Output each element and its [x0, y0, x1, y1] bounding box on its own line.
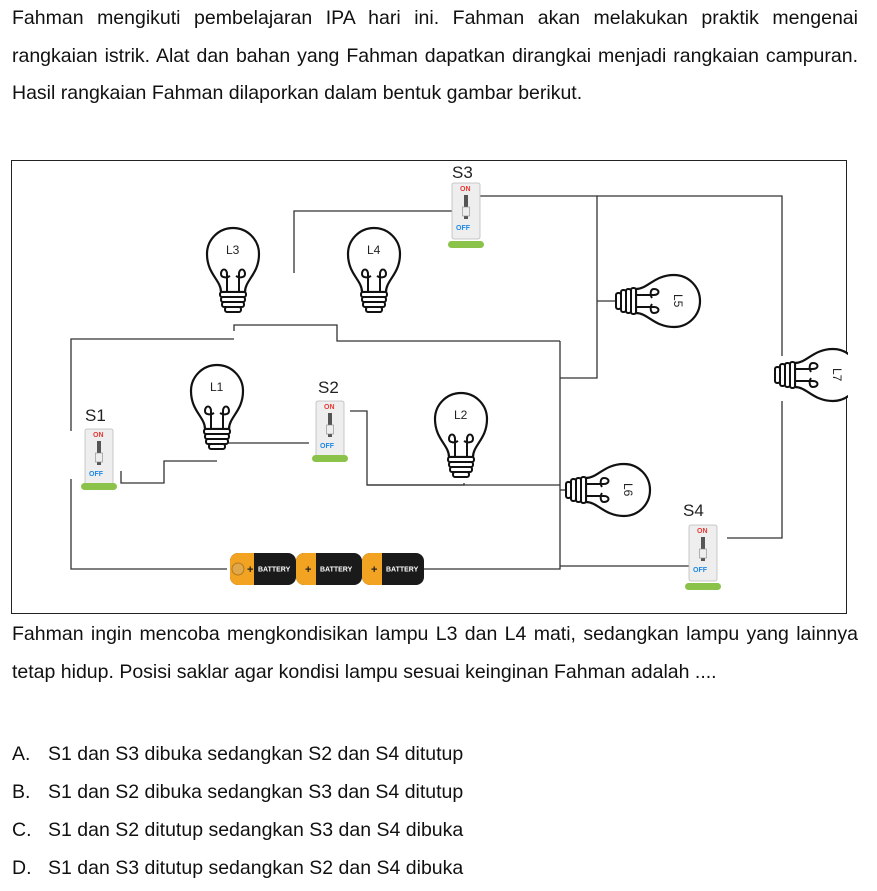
switch-s4: S4 ON OFF — [683, 501, 721, 590]
switch-label-s4: S4 — [683, 501, 704, 520]
battery-label-2: BATTERY — [320, 567, 353, 574]
option-letter: D. — [12, 857, 32, 879]
circuit-wires — [70, 195, 783, 570]
switch-s3: S3 ON OFF — [448, 163, 484, 248]
option-letter: C. — [12, 819, 32, 841]
bulb-label-l2: L2 — [454, 408, 468, 422]
switch-on-text: ON — [460, 186, 471, 193]
switch-off-text: OFF — [89, 471, 104, 478]
battery-plus-1: + — [247, 564, 253, 576]
bulb-l3: L3 — [205, 226, 261, 313]
switch-s1: S1 ON OFF — [81, 406, 117, 490]
option-text: S1 dan S3 ditutup sedangkan S2 dan S4 di… — [48, 857, 464, 879]
option-letter: A. — [12, 743, 31, 765]
switch-s2: S2 ON OFF — [312, 378, 348, 462]
circuit-diagram: L3 L4 L1 L2 L5 — [11, 160, 848, 614]
battery-label-3: BATTERY — [386, 567, 419, 574]
switch-on-text: ON — [93, 432, 104, 439]
battery-label-1: BATTERY — [258, 567, 291, 574]
switch-label-s3: S3 — [452, 163, 473, 182]
option-b[interactable]: B. S1 dan S2 dibuka sedangkan S3 dan S4 d… — [12, 780, 463, 804]
switch-on-text: ON — [697, 528, 708, 535]
option-c[interactable]: C. S1 dan S2 ditutup sedangkan S3 dan S4 … — [12, 818, 463, 842]
option-a[interactable]: A. S1 dan S3 dibuka sedangkan S2 dan S4 d… — [12, 742, 463, 766]
option-text: S1 dan S2 ditutup sedangkan S3 dan S4 di… — [48, 819, 464, 841]
bulb-label-l3: L3 — [226, 243, 240, 257]
bulb-label-l7: L7 — [830, 368, 844, 382]
battery-cell-1: + BATTERY — [230, 553, 296, 585]
switch-off-text: OFF — [320, 443, 335, 450]
switch-label-s1: S1 — [85, 406, 106, 425]
bulb-label-l6: L6 — [621, 483, 635, 497]
battery-cell-2: + BATTERY — [296, 553, 362, 585]
option-text: S1 dan S2 dibuka sedangkan S3 dan S4 dit… — [48, 781, 464, 803]
bulb-label-l5: L5 — [671, 294, 685, 308]
battery-pack: + BATTERY + BATTERY + BATTERY — [230, 553, 424, 585]
bulb-l1: L1 — [189, 363, 245, 450]
bulb-l7: L7 — [774, 347, 848, 403]
switch-off-text: OFF — [693, 567, 708, 574]
bulb-label-l4: L4 — [367, 243, 381, 257]
bulb-l5: L5 — [615, 273, 702, 329]
battery-plus-3: + — [371, 564, 377, 576]
switch-label-s2: S2 — [318, 378, 339, 397]
switch-off-text: OFF — [456, 225, 471, 232]
battery-plus-2: + — [305, 564, 311, 576]
option-letter: B. — [12, 781, 31, 803]
switch-on-text: ON — [324, 404, 335, 411]
option-text: S1 dan S3 dibuka sedangkan S2 dan S4 dit… — [48, 743, 464, 765]
bulb-l2: L2 — [433, 391, 489, 478]
bulb-l4: L4 — [346, 226, 402, 313]
question-paragraph: Fahman ingin mencoba mengkondisikan lamp… — [12, 623, 858, 683]
bulb-l6: L6 — [565, 462, 652, 518]
option-d[interactable]: D. S1 dan S3 ditutup sedangkan S2 dan S4 … — [12, 856, 463, 880]
intro-paragraph: Fahman mengikuti pembelajaran IPA hari i… — [12, 7, 858, 104]
battery-cell-3: + BATTERY — [362, 553, 424, 585]
bulb-label-l1: L1 — [210, 380, 224, 394]
